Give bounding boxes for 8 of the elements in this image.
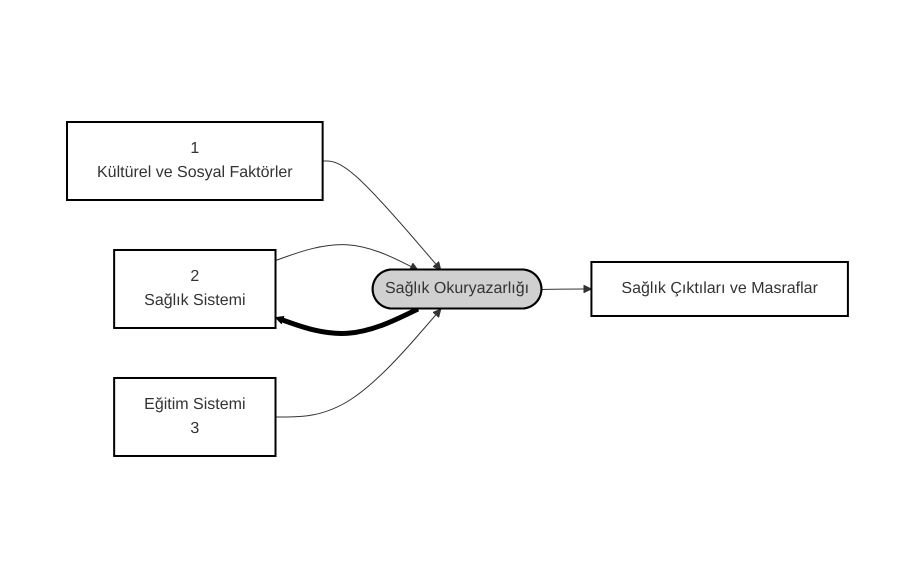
node-box: 2 Sağlık Sistemi xyxy=(113,248,277,328)
arrow xyxy=(322,160,442,270)
node-box: Sağlık Çıktıları ve Masraflar xyxy=(590,260,849,316)
node-box: 1 Kültürel ve Sosyal Faktörler xyxy=(66,120,324,200)
arrow xyxy=(541,284,592,293)
node-box: Eğitim Sistemi 3 xyxy=(113,376,277,456)
arrow xyxy=(275,308,442,417)
arrow xyxy=(275,244,418,270)
